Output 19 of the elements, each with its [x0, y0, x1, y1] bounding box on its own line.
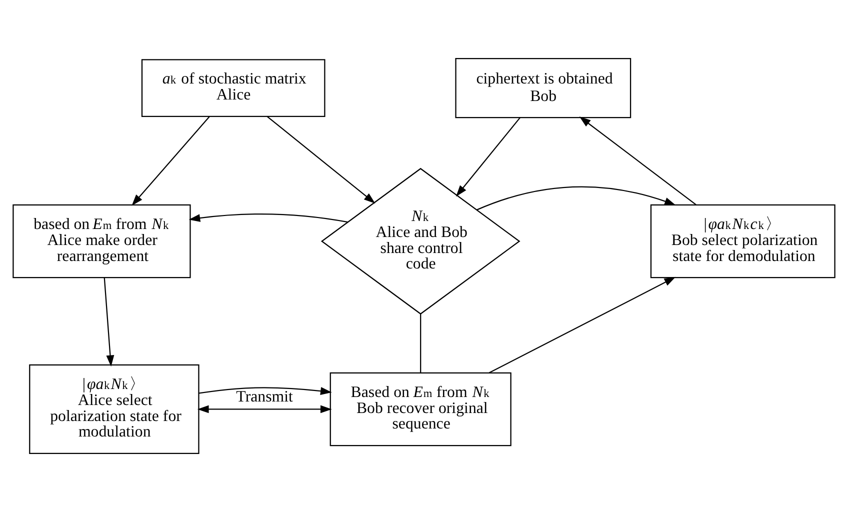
node-box: ak of stochastic matrix Alice: [141, 58, 326, 116]
node-box: |φakNkck〉 Bob select polarization state for demodulation: [650, 204, 836, 278]
arrow: [579, 116, 696, 205]
arrow: [132, 116, 210, 206]
arrow: [488, 276, 676, 373]
edge-label: Transmit: [236, 388, 293, 405]
connector: [420, 314, 422, 372]
node-box: Based on Em from Nk Bob recover original sequence: [330, 372, 512, 446]
node-box: |φakNk〉 Alice select polarization state for modulation: [29, 364, 200, 454]
arrow: [104, 277, 114, 366]
arrow: [188, 212, 348, 222]
arrow: [266, 116, 376, 204]
node-diamond: Nk Alice and Bob share control code: [320, 167, 520, 314]
arrow: [456, 116, 521, 196]
node-box: based on Em from Nk Alice make order rearrangement: [12, 204, 191, 278]
arrow: [197, 404, 332, 413]
node-box: ciphertext is obtained Bob: [455, 57, 632, 118]
arrow: [476, 186, 676, 210]
arrow: [198, 386, 332, 394]
